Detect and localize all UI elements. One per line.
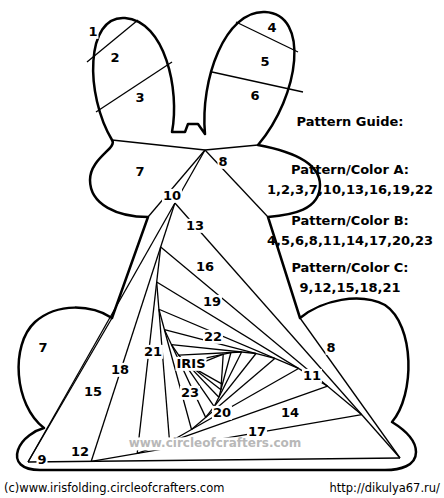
fold-line (157, 282, 170, 442)
legend-text: Pattern/Color C: (291, 261, 408, 275)
fold-line (28, 150, 205, 462)
callout-number: 19 (202, 295, 222, 309)
callout-number: 20 (212, 406, 232, 420)
legend-text: 9,12,15,18,21 (299, 281, 400, 295)
callout-number: IRIS (175, 357, 206, 371)
fold-line (171, 345, 256, 354)
callout-number: 12 (70, 445, 90, 459)
legend-title: Pattern Guide: (296, 115, 403, 129)
callout-number: 13 (185, 219, 205, 233)
callout-number: 7 (134, 165, 145, 179)
callout-number: 4 (266, 21, 277, 35)
legend-text: 1,2,3,7,10,13,16,19,22 (267, 183, 433, 197)
fold-line (214, 352, 241, 407)
callout-number: 23 (180, 386, 200, 400)
fold-line (179, 352, 242, 355)
callout-number: 16 (195, 260, 215, 274)
fold-line (221, 354, 223, 389)
footer-text: http://dikulya67.ru/ (329, 482, 440, 495)
callout-number: 8 (217, 155, 228, 169)
callout-number: 15 (83, 385, 103, 399)
footer-text: (c)www.irisfolding.circleofcrafters.com (4, 482, 224, 495)
callout-number: 22 (203, 330, 223, 344)
callout-number: 9 (36, 453, 47, 467)
callout-number: 18 (110, 363, 130, 377)
callout-number: 21 (143, 345, 163, 359)
callout-number: 11 (302, 369, 322, 383)
callout-number: 7 (37, 341, 48, 355)
watermark: www.circleofcrafters.com (129, 437, 302, 450)
callout-number: 6 (249, 89, 260, 103)
callout-number: 8 (325, 341, 336, 355)
legend-text: Pattern/Color B: (291, 214, 409, 228)
callout-number: 10 (162, 189, 182, 203)
fold-line (91, 203, 175, 461)
callout-number: 5 (259, 55, 270, 69)
callout-number: 1 (87, 25, 98, 39)
callout-number: 3 (134, 91, 145, 105)
callout-number: 14 (280, 406, 300, 420)
fold-line (219, 353, 231, 398)
fold-line (164, 330, 274, 359)
callout-number: 2 (109, 51, 120, 65)
legend-text: 4,5,6,8,11,14,17,20,23 (267, 234, 433, 248)
legend-text: Pattern/Color A: (291, 163, 409, 177)
